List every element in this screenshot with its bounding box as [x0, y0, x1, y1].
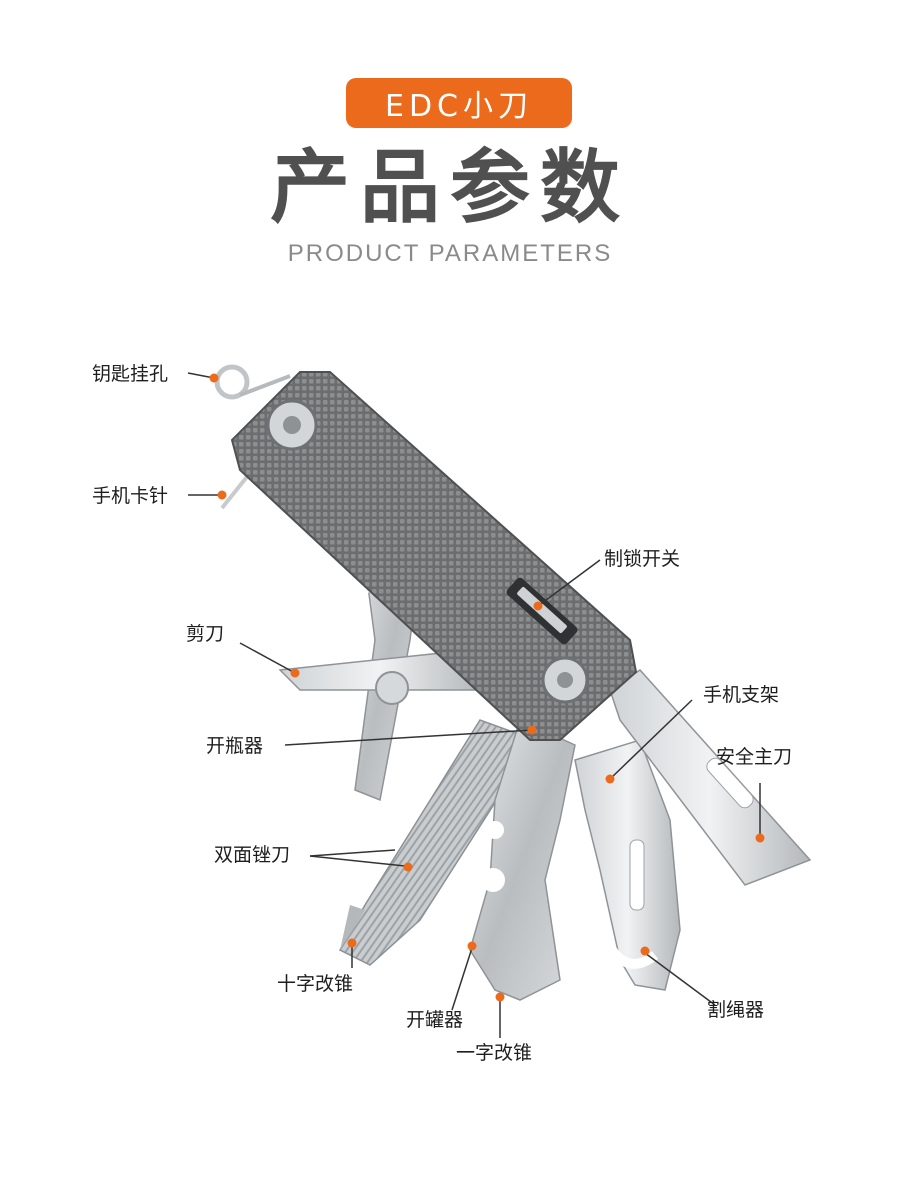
callout-dots: [209, 373, 765, 1002]
page-subtitle: PRODUCT PARAMETERS: [287, 240, 613, 267]
label-lock-switch: 制锁开关: [604, 548, 681, 570]
knife-handle: [230, 371, 638, 741]
label-sim-pin: 手机卡针: [92, 485, 169, 507]
label-can-opener: 开罐器: [406, 1009, 464, 1031]
can-opener-tool: [469, 718, 576, 1001]
label-double-file: 双面锉刀: [214, 844, 291, 866]
label-rope-cutter: 割绳器: [707, 999, 765, 1021]
label-flat-driver: 一字改锥: [456, 1042, 533, 1064]
product-badge: EDC小刀: [346, 78, 572, 128]
label-phillips-driver: 十字改锥: [277, 973, 354, 995]
key-ring: [214, 364, 291, 400]
label-safety-blade: 安全主刀: [716, 746, 793, 768]
callout-lines: [187, 372, 761, 1038]
page-title: 产品参数: [270, 141, 630, 234]
label-phone-stand: 手机支架: [703, 684, 780, 706]
label-bottle-opener: 开瓶器: [206, 735, 264, 757]
label-key-hole: 钥匙挂孔: [92, 363, 169, 385]
label-scissors: 剪刀: [186, 623, 225, 645]
